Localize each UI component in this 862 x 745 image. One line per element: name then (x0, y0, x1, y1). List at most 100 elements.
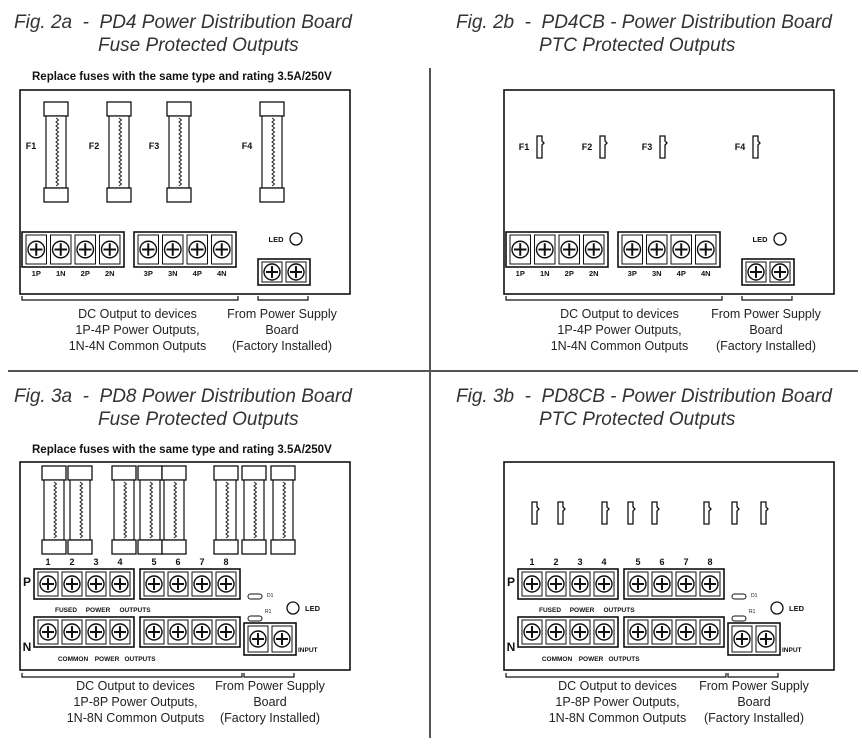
output-number: 1 (529, 557, 534, 567)
fig2a-caption-power-supply: From Power Supply Board (Factory Install… (222, 306, 342, 354)
fig3b-caption-dc-output: DC Output to devices 1P-8P Power Outputs… (530, 678, 705, 726)
fuse (111, 465, 137, 555)
terminal-label: 4P (677, 269, 686, 278)
fuse-element (173, 481, 178, 539)
terminal-block (617, 231, 721, 268)
fig2a-title-line2: Fuse Protected Outputs (98, 35, 299, 56)
ptc-device (752, 135, 761, 159)
terminal-screw-icon (677, 575, 695, 593)
terminal-screw-icon (87, 623, 105, 641)
dimension-bracket (727, 673, 779, 678)
terminal-block (517, 568, 619, 600)
terminal-screw-icon (217, 623, 235, 641)
output-number: 1 (45, 557, 50, 567)
fuse (241, 465, 267, 555)
terminal-screw-icon (188, 240, 207, 259)
terminal-screw-icon (623, 240, 642, 259)
terminal-screw-icon (87, 575, 105, 593)
fuse (67, 465, 93, 555)
terminal-screw-icon (163, 240, 182, 259)
terminal-block (33, 616, 135, 648)
terminal-screw-icon (169, 575, 187, 593)
terminal-screw-icon (571, 575, 589, 593)
caption-line: 1N-4N Common Outputs (550, 339, 689, 353)
fuse (259, 101, 285, 203)
fuse-element (55, 117, 60, 187)
fuse-element (225, 481, 230, 539)
fuse-cap-top (259, 101, 285, 117)
fused-outputs-label: FUSED (55, 607, 77, 614)
terminal-label: 3N (652, 269, 662, 278)
row-p-label: P (507, 575, 515, 589)
fuse-label: F2 (89, 141, 100, 151)
output-number: 5 (635, 557, 640, 567)
input-label: INPUT (298, 647, 318, 654)
terminal-screw-icon (535, 240, 554, 259)
fig3b-title-line1: Fig. 3b - PD8CB - Power Distribution Boa… (456, 386, 832, 407)
fuse-cap-bottom (259, 187, 285, 203)
row-n-label: N (23, 640, 32, 654)
common-outputs-label: POWER (95, 656, 120, 663)
fuse-cap-bottom (111, 539, 137, 555)
terminal-screw-icon (733, 630, 751, 648)
common-outputs-label: COMMON (542, 656, 573, 663)
dimension-bracket (505, 673, 727, 678)
fuse-cap-top (213, 465, 239, 481)
fused-outputs-label: OUTPUTS (119, 607, 151, 614)
caption-line: From Power Supply (227, 307, 337, 321)
terminal-screw-icon (100, 240, 119, 259)
fuse-cap-top (270, 465, 296, 481)
fuse (137, 465, 163, 555)
terminal-block (133, 231, 237, 268)
terminal-screw-icon (672, 240, 691, 259)
caption-line: DC Output to devices (76, 679, 195, 693)
ptc-device (659, 135, 668, 159)
terminal-screw-icon (169, 623, 187, 641)
terminal-block (727, 622, 781, 656)
fused-outputs-label: POWER (86, 607, 111, 614)
fig2b-caption-dc-output: DC Output to devices 1P-4P Power Outputs… (532, 306, 707, 354)
ptc-device (731, 501, 740, 525)
terminal-label: 4P (193, 269, 202, 278)
led-indicator (286, 601, 300, 615)
fuse-cap-bottom (43, 187, 69, 203)
resistor-r1 (731, 615, 747, 622)
output-number: 7 (683, 557, 688, 567)
caption-line: DC Output to devices (560, 307, 679, 321)
fuse-glass (108, 115, 130, 189)
terminal-label: 3P (628, 269, 637, 278)
ptc-device (760, 501, 769, 525)
output-number: 8 (707, 557, 712, 567)
terminal-label: 1P (516, 269, 525, 278)
fig2b-title-line2: PTC Protected Outputs (539, 35, 736, 56)
caption-line: Board (737, 695, 771, 709)
terminal-screw-icon (560, 240, 579, 259)
fuse (166, 101, 192, 203)
terminal-block (21, 231, 125, 268)
caption-line: Board (253, 695, 287, 709)
fuse-cap-top (137, 465, 163, 481)
caption-line: 1N-8N Common Outputs (66, 711, 205, 725)
terminal-screw-icon (701, 623, 719, 641)
fuse-element (253, 481, 258, 539)
output-number: 2 (69, 557, 74, 567)
row-p-label: P (23, 575, 31, 589)
fuse-element (149, 481, 154, 539)
fuse-element (178, 117, 183, 187)
fig2a-fuse-note: Replace fuses with the same type and rat… (32, 71, 332, 83)
common-outputs-label: POWER (579, 656, 604, 663)
terminal-block (139, 616, 241, 648)
terminal-screw-icon (595, 623, 613, 641)
terminal-block (243, 622, 297, 656)
terminal-screw-icon (571, 623, 589, 641)
dimension-bracket (741, 296, 793, 301)
caption-line: Board (265, 323, 299, 337)
terminal-screw-icon (647, 240, 666, 259)
output-number: 3 (93, 557, 98, 567)
fuse-cap-bottom (137, 539, 163, 555)
terminal-screw-icon (629, 623, 647, 641)
terminal-screw-icon (653, 623, 671, 641)
